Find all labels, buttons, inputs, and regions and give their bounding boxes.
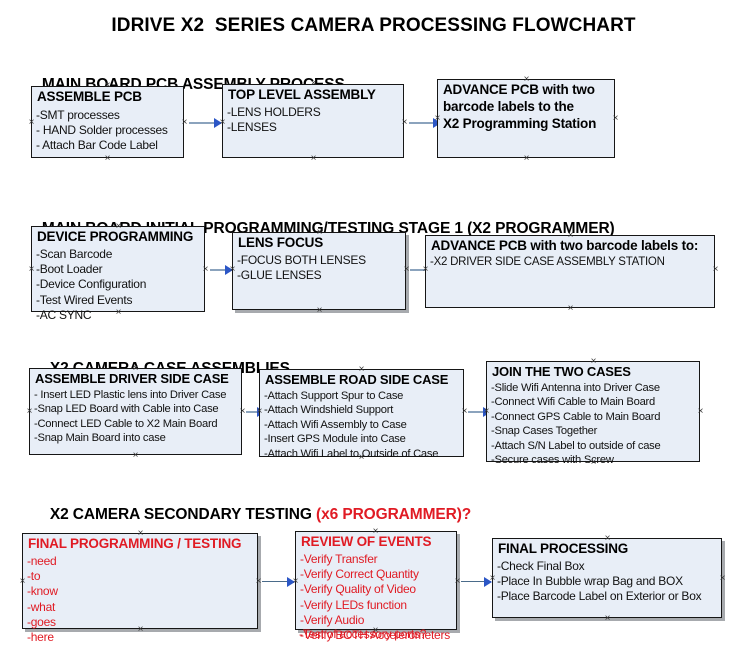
flow-box-assemble-pcb[interactable]: ASSEMBLE PCB -SMT processes - HAND Solde… xyxy=(31,86,184,158)
connector-arrow xyxy=(189,122,221,124)
connector-arrow xyxy=(262,581,294,583)
connector-arrow xyxy=(468,411,490,413)
list-item: -Snap Cases Together xyxy=(491,425,598,438)
list-item: -Attach Support Spur to Case xyxy=(264,390,404,402)
list-item: -goes xyxy=(27,614,56,629)
list-item: - HAND Solder processes xyxy=(36,123,168,138)
list-item: -Check Final Box xyxy=(497,559,585,573)
flow-box-advance-pcb-2[interactable]: ADVANCE PCB with two barcode labels to: … xyxy=(425,235,715,308)
list-item: -Place In Bubble wrap Bag and BOX xyxy=(497,574,683,589)
list-item: -Boot Loader xyxy=(36,262,103,277)
flow-box-items: -Check Final Box -Place In Bubble wrap B… xyxy=(497,559,719,605)
list-item: -Verify BOTH Accelerometers xyxy=(300,628,450,643)
list-item: -know xyxy=(27,584,58,599)
connector-arrow xyxy=(410,269,432,271)
flow-box-items: -LENS HOLDERS -LENSES xyxy=(227,105,401,135)
list-item: -Secure cases with Screw xyxy=(491,454,614,467)
list-item: -Device Configuration xyxy=(36,277,147,292)
list-item: -Snap LED Board with Cable into Case xyxy=(34,403,219,416)
flow-box-final-processing[interactable]: FINAL PROCESSING -Check Final Box -Place… xyxy=(492,538,722,618)
flow-box-items: - Insert LED Plastic lens into Driver Ca… xyxy=(34,388,239,446)
list-item: -AC SYNC xyxy=(36,307,92,322)
list-item: -Connect Wifi Cable to Main Board xyxy=(491,396,655,409)
list-item: -Slide Wifi Antenna into Driver Case xyxy=(491,382,660,394)
flow-box-items: -Scan Barcode -Boot Loader -Device Confi… xyxy=(36,247,202,323)
flow-box-top-level-assembly[interactable]: TOP LEVEL ASSEMBLY -LENS HOLDERS -LENSES xyxy=(222,84,404,158)
section-heading-4: X2 CAMERA SECONDARY TESTING (x6 PROGRAMM… xyxy=(33,488,471,542)
connector-arrow xyxy=(210,269,232,271)
section-heading-4-text: X2 CAMERA SECONDARY TESTING xyxy=(49,506,317,523)
list-item: -need xyxy=(27,554,57,568)
list-item: -Scan Barcode xyxy=(36,247,113,261)
flow-box-title: JOIN THE TWO CASES xyxy=(492,364,631,379)
list-item: -Verify Quality of Video xyxy=(300,582,416,597)
flow-box-title-line3: X2 Programming Station xyxy=(443,116,597,131)
flow-box-items: -Slide Wifi Antenna into Driver Case -Co… xyxy=(491,381,697,467)
flow-box-title: ASSEMBLE DRIVER SIDE CASE xyxy=(35,371,229,386)
connector-arrow xyxy=(461,581,491,583)
flow-box-items: -X2 DRIVER SIDE CASE ASSEMBLY STATION xyxy=(430,255,712,270)
connector-arrow xyxy=(409,122,440,124)
list-item: -what xyxy=(27,599,56,614)
flow-box-assemble-driver-side-case[interactable]: ASSEMBLE DRIVER SIDE CASE - Insert LED P… xyxy=(29,368,242,455)
flow-box-title: FINAL PROGRAMMING / TESTING xyxy=(28,536,242,551)
section-heading-4-accent: (x6 PROGRAMMER)? xyxy=(316,506,472,523)
flow-box-items: -Verify Transfer -Verify Correct Quantit… xyxy=(300,552,454,643)
list-item: -Connect GPS Cable to Main Board xyxy=(491,410,661,423)
flow-box-title: ASSEMBLE ROAD SIDE CASE xyxy=(265,372,449,387)
flow-box-title: FINAL PROCESSING xyxy=(498,541,629,556)
list-item: -Connect LED Cable to X2 Main Board xyxy=(34,417,218,430)
flow-box-advance-pcb-1[interactable]: ADVANCE PCB with two barcode labels to t… xyxy=(437,79,615,158)
flow-box-assemble-road-side-case[interactable]: ASSEMBLE ROAD SIDE CASE -Attach Support … xyxy=(259,369,464,460)
page-title: IDRIVE X2 SERIES CAMERA PROCESSING FLOWC… xyxy=(111,15,636,36)
flow-box-title: REVIEW OF EVENTS xyxy=(301,534,432,549)
flow-box-device-programming[interactable]: DEVICE PROGRAMMING -Scan Barcode -Boot L… xyxy=(31,226,205,322)
list-item: -LENSES xyxy=(227,120,277,135)
list-item: -Verify Correct Quantity xyxy=(300,567,419,582)
list-item: -Attach S/N Label to outside of case xyxy=(491,439,661,452)
list-item: -X2 DRIVER SIDE CASE ASSEMBLY STATION xyxy=(430,256,665,268)
list-item: -Attach Wifi Label to Outside of Case xyxy=(264,447,439,460)
flow-box-lens-focus[interactable]: LENS FOCUS -FOCUS BOTH LENSES -GLUE LENS… xyxy=(232,232,406,310)
list-item: -LENS HOLDERS xyxy=(227,105,321,119)
flow-box-items: -FOCUS BOTH LENSES -GLUE LENSES xyxy=(237,253,403,283)
list-item: -SMT processes xyxy=(36,108,120,122)
list-item: -Attach Wifi Assembly to Case xyxy=(264,418,407,431)
flow-box-final-programming-testing[interactable]: FINAL PROGRAMMING / TESTING -need -to -k… xyxy=(22,533,258,644)
flow-box-title: ADVANCE PCB with two barcode labels to: xyxy=(431,238,699,253)
list-item: -Snap Main Board into case xyxy=(34,432,166,445)
flow-box-items: -need -to -know -what -goes -here xyxy=(27,554,255,645)
flow-box-title: ADVANCE PCB with two xyxy=(443,82,595,97)
list-item: -Verify Transfer xyxy=(300,552,378,566)
list-item: -Test Wired Events xyxy=(36,292,133,307)
flow-box-items: -SMT processes - HAND Solder processes -… xyxy=(36,108,181,154)
list-item: -Verify LEDs function xyxy=(300,597,407,612)
list-item: -here xyxy=(27,630,54,645)
flow-box-join-the-two-cases[interactable]: JOIN THE TWO CASES -Slide Wifi Antenna i… xyxy=(486,361,700,466)
list-item: - Attach Bar Code Label xyxy=(36,138,158,153)
flow-box-title: ASSEMBLE PCB xyxy=(37,89,142,104)
flow-box-review-of-events[interactable]: REVIEW OF EVENTS -Verify Transfer -Verif… xyxy=(295,531,457,642)
flow-box-title: DEVICE PROGRAMMING xyxy=(37,229,194,244)
list-item: -FOCUS BOTH LENSES xyxy=(237,253,366,267)
list-item: -GLUE LENSES xyxy=(237,268,322,283)
flow-box-title-line2: barcode labels to the xyxy=(443,99,574,114)
list-item: -to xyxy=(27,569,41,584)
flow-box-items: -Attach Support Spur to Case -Attach Win… xyxy=(264,389,461,461)
flow-box-title: LENS FOCUS xyxy=(238,235,324,250)
overflow-list-item: -Test of accessory ports? xyxy=(299,627,427,641)
list-item: -Insert GPS Module into Case xyxy=(264,433,406,446)
list-item: - Insert LED Plastic lens into Driver Ca… xyxy=(34,389,227,401)
list-item: -Attach Windshield Support xyxy=(264,404,394,417)
flow-box-title: TOP LEVEL ASSEMBLY xyxy=(228,87,376,102)
list-item: -Place Barcode Label on Exterior or Box xyxy=(497,589,702,604)
list-item: -Verify Audio xyxy=(300,612,365,627)
connector-arrow xyxy=(246,411,264,413)
